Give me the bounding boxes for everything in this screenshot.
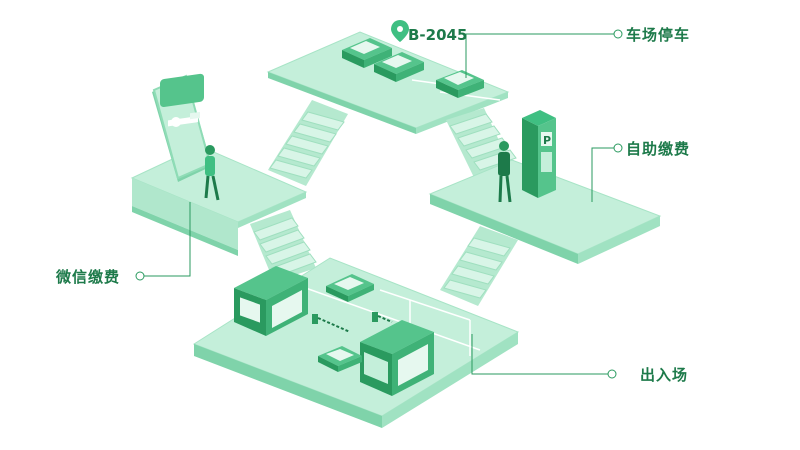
license-plate-label: B-2045 [408,26,468,44]
barrier-gate-icon [312,312,393,333]
car-icon [326,274,374,302]
booth-icon [234,266,308,336]
booth-icon [360,320,434,396]
person-icon [498,141,512,203]
parking-sign-icon: P [522,110,556,198]
car-icon [342,38,392,68]
car-icon [374,52,424,82]
label-wechat-pay: 微信缴费 [56,268,121,286]
stairs-top-left [268,100,348,186]
label-parking: 车场停车 [626,26,691,44]
stairs-right-bottom [440,226,518,306]
label-self-pay: 自助缴费 [626,140,691,158]
phone-icon [152,73,212,182]
label-entry-exit: 出入场 [640,366,689,384]
callout-lines [135,29,623,379]
svg-text:P: P [543,134,551,147]
car-icon [318,346,362,372]
location-pin-icon [391,20,409,42]
right-platform [428,159,662,264]
person-icon [204,145,220,201]
